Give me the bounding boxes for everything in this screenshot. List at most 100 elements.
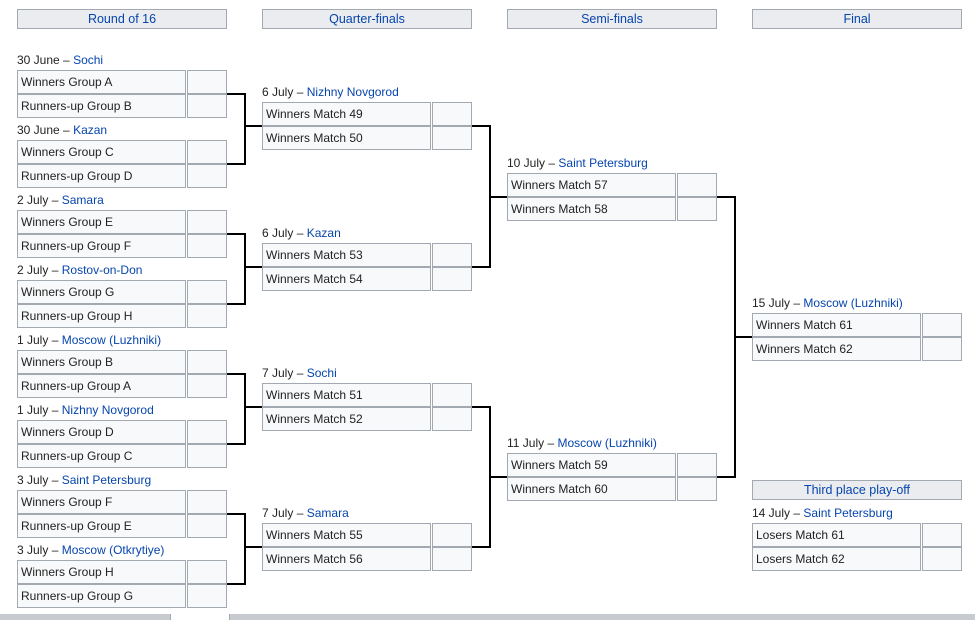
bracket-connector — [227, 93, 245, 95]
match-date-venue: 2 July – Samara — [17, 192, 104, 208]
match-date-venue: 3 July – Saint Petersburg — [17, 472, 151, 488]
team-name: Runners-up Group B — [17, 94, 186, 118]
score-cell — [187, 280, 227, 304]
round-header-final: Final — [752, 9, 962, 29]
bracket-connector — [472, 125, 490, 127]
round-header-third: Third place play-off — [752, 480, 962, 500]
score-cell — [432, 523, 472, 547]
team-name: Runners-up Group G — [17, 584, 186, 608]
score-cell — [922, 313, 962, 337]
bracket-connector — [717, 476, 735, 478]
venue-link[interactable]: Rostov-on-Don — [61, 263, 143, 277]
team-row: Winners Match 53 — [262, 243, 472, 267]
team-name: Winners Match 60 — [507, 477, 676, 501]
team-name: Winners Group D — [17, 420, 186, 444]
team-row: Winners Match 54 — [262, 267, 472, 291]
venue-link[interactable]: Samara — [61, 193, 104, 207]
venue-link[interactable]: Nizhny Novgorod — [306, 85, 399, 99]
team-row: Winners Group B — [17, 350, 227, 374]
team-name: Winners Group A — [17, 70, 186, 94]
team-name: Runners-up Group C — [17, 444, 186, 468]
venue-link[interactable]: Sochi — [73, 53, 104, 67]
team-name: Winners Match 49 — [262, 102, 431, 126]
score-cell — [187, 350, 227, 374]
match-date: 3 July — [17, 543, 49, 557]
match-date-venue: 11 July – Moscow (Luzhniki) — [507, 435, 657, 451]
score-cell — [187, 490, 227, 514]
match-date: 14 July — [752, 506, 791, 520]
match-date: 30 June — [17, 123, 60, 137]
round-header-r16: Round of 16 — [17, 9, 227, 29]
team-name: Losers Match 62 — [752, 547, 921, 571]
horizontal-scrollbar[interactable] — [0, 614, 975, 620]
team-row: Winners Match 49 — [262, 102, 472, 126]
date-venue-separator: – — [51, 333, 59, 347]
score-cell — [922, 523, 962, 547]
venue-link[interactable]: Kazan — [73, 123, 108, 137]
venue-link[interactable]: Sochi — [306, 366, 337, 380]
venue-link[interactable]: Saint Petersburg — [558, 156, 648, 170]
team-name: Winners Match 50 — [262, 126, 431, 150]
team-name: Runners-up Group A — [17, 374, 186, 398]
venue-link[interactable]: Nizhny Novgorod — [61, 403, 154, 417]
venue-link[interactable]: Samara — [306, 506, 349, 520]
score-cell — [677, 477, 717, 501]
team-row: Winners Match 50 — [262, 126, 472, 150]
match-date-venue: 1 July – Nizhny Novgorod — [17, 402, 154, 418]
score-cell — [187, 444, 227, 468]
team-row: Winners Match 58 — [507, 197, 717, 221]
score-cell — [677, 173, 717, 197]
team-row: Winners Group E — [17, 210, 227, 234]
team-row: Runners-up Group B — [17, 94, 227, 118]
team-row: Winners Group A — [17, 70, 227, 94]
match-date: 6 July — [262, 85, 294, 99]
match-date: 2 July — [17, 263, 49, 277]
team-name: Winners Match 61 — [752, 313, 921, 337]
team-row: Winners Group G — [17, 280, 227, 304]
score-cell — [187, 374, 227, 398]
bracket-connector — [472, 266, 490, 268]
match-date-venue: 7 July – Sochi — [262, 365, 337, 381]
team-name: Runners-up Group F — [17, 234, 186, 258]
team-name: Winners Match 51 — [262, 383, 431, 407]
match-date-venue: 10 July – Saint Petersburg — [507, 155, 648, 171]
bracket-connector — [244, 233, 246, 305]
bracket-connector — [245, 125, 262, 127]
team-row: Winners Match 57 — [507, 173, 717, 197]
team-name: Winners Match 55 — [262, 523, 431, 547]
venue-link[interactable]: Moscow (Luzhniki) — [803, 296, 903, 310]
score-cell — [187, 420, 227, 444]
team-name: Runners-up Group D — [17, 164, 186, 188]
team-name: Winners Group C — [17, 140, 186, 164]
team-row: Winners Match 52 — [262, 407, 472, 431]
team-name: Winners Group B — [17, 350, 186, 374]
team-name: Winners Group F — [17, 490, 186, 514]
date-venue-separator: – — [296, 226, 304, 240]
match-date-venue: 2 July – Rostov-on-Don — [17, 262, 142, 278]
venue-link[interactable]: Moscow (Luzhniki) — [557, 436, 657, 450]
score-cell — [922, 337, 962, 361]
team-row: Winners Match 60 — [507, 477, 717, 501]
team-row: Runners-up Group D — [17, 164, 227, 188]
venue-link[interactable]: Saint Petersburg — [61, 473, 152, 487]
venue-link[interactable]: Moscow (Luzhniki) — [61, 333, 162, 347]
scrollbar-thumb[interactable] — [170, 614, 230, 620]
date-venue-separator: – — [63, 53, 70, 67]
match-date: 15 July — [752, 296, 791, 310]
score-cell — [187, 164, 227, 188]
date-venue-separator: – — [51, 263, 59, 277]
score-cell — [432, 126, 472, 150]
venue-link[interactable]: Saint Petersburg — [803, 506, 893, 520]
bracket-connector — [244, 373, 246, 445]
score-cell — [187, 560, 227, 584]
team-row: Runners-up Group G — [17, 584, 227, 608]
team-row: Winners Group F — [17, 490, 227, 514]
date-venue-separator: – — [51, 403, 59, 417]
score-cell — [677, 453, 717, 477]
bracket-connector — [227, 583, 245, 585]
score-cell — [187, 234, 227, 258]
venue-link[interactable]: Moscow (Otkrytiye) — [61, 543, 165, 557]
score-cell — [432, 243, 472, 267]
venue-link[interactable]: Kazan — [306, 226, 341, 240]
team-row: Runners-up Group E — [17, 514, 227, 538]
